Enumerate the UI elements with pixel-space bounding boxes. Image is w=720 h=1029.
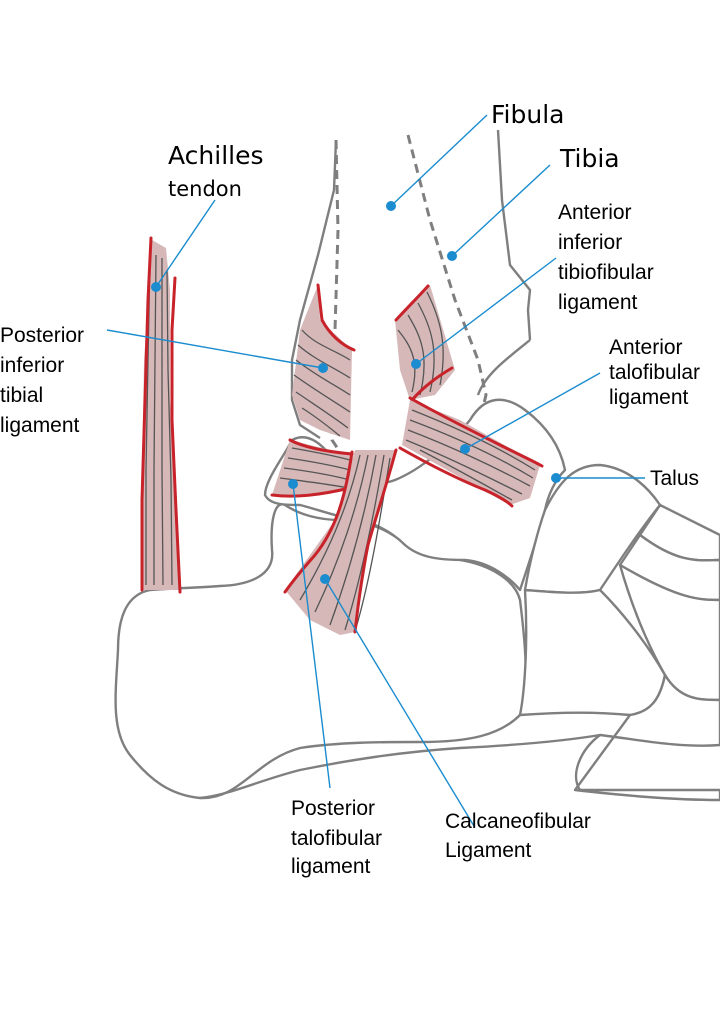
- label-fibula: Fibula: [491, 100, 565, 129]
- label-aitf-line3: tibiofibular: [558, 261, 654, 284]
- anterior-inferior-tibiofibular-ligament: [394, 284, 455, 402]
- leader-atfl: [460, 372, 601, 454]
- label-achilles-line1: Achilles: [168, 141, 264, 170]
- leader-talus: [551, 473, 645, 483]
- leader-cfl: [320, 574, 475, 827]
- label-ptfl-line2: talofibular: [291, 827, 382, 850]
- anterior-talofibular-ligament: [398, 396, 544, 508]
- tibia-front-curve: [476, 339, 531, 396]
- label-achilles-line2: tendon: [168, 177, 242, 201]
- label-aitf-line4: ligament: [558, 291, 638, 314]
- label-talus: Talus: [650, 467, 699, 490]
- fifth-metatarsal: [573, 673, 720, 802]
- label-ptfl-line1: Posterior: [291, 797, 375, 820]
- leader-aitf: [411, 257, 557, 369]
- label-pitl-line2: inferior: [0, 354, 64, 377]
- calcaneofibular-ligament: [283, 448, 398, 635]
- label-ptfl-line3: ligament: [291, 855, 371, 878]
- tibia-anterior-edge: [496, 129, 532, 341]
- label-atfl-line3: ligament: [609, 386, 689, 409]
- label-pitl-line3: tibial: [0, 384, 43, 407]
- label-cfl-line2: Ligament: [445, 839, 532, 862]
- leader-fibula: [386, 114, 488, 211]
- fibula-hidden-contour: [328, 139, 374, 501]
- label-aitf-line1: Anterior: [558, 201, 632, 224]
- posterior-talofibular-ligament: [270, 438, 354, 498]
- fibula-posterior-edge: [290, 139, 338, 440]
- label-atfl-line1: Anterior: [609, 336, 683, 359]
- label-aitf-line2: inferior: [558, 231, 622, 254]
- leader-tibia: [447, 164, 551, 261]
- posterior-inferior-tibial-ligament: [292, 283, 356, 440]
- label-atfl-line2: talofibular: [609, 361, 700, 384]
- leader-pitl: [106, 329, 328, 373]
- label-pitl-line4: ligament: [0, 414, 80, 437]
- navicular: [523, 463, 662, 594]
- achilles-tendon: [140, 236, 182, 594]
- label-pitl-line1: Posterior: [0, 324, 84, 347]
- foot-sole-line: [199, 733, 601, 800]
- leader-ptfl: [288, 479, 331, 789]
- label-cfl-line1: Calcaneofibular: [445, 810, 591, 833]
- leader-achilles: [151, 199, 216, 292]
- label-tibia: Tibia: [559, 144, 620, 173]
